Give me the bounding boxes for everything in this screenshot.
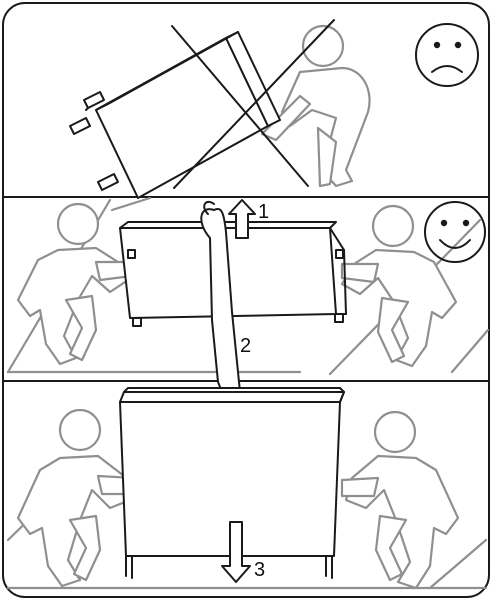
step-2-label: 2 [240, 335, 251, 357]
person-right-set-down [342, 412, 458, 588]
person-right [342, 206, 456, 366]
cabinet-lifted [120, 222, 346, 326]
step-1-label: 1 [258, 201, 269, 223]
happy-face-icon [425, 202, 485, 262]
person-pulling [262, 26, 370, 186]
panel-set-down [8, 388, 486, 588]
step-3-label: 3 [254, 559, 265, 581]
person-left-set-down [18, 410, 134, 586]
sad-face-icon [416, 24, 478, 86]
panel-wrong [70, 20, 478, 198]
person-left [18, 204, 132, 364]
